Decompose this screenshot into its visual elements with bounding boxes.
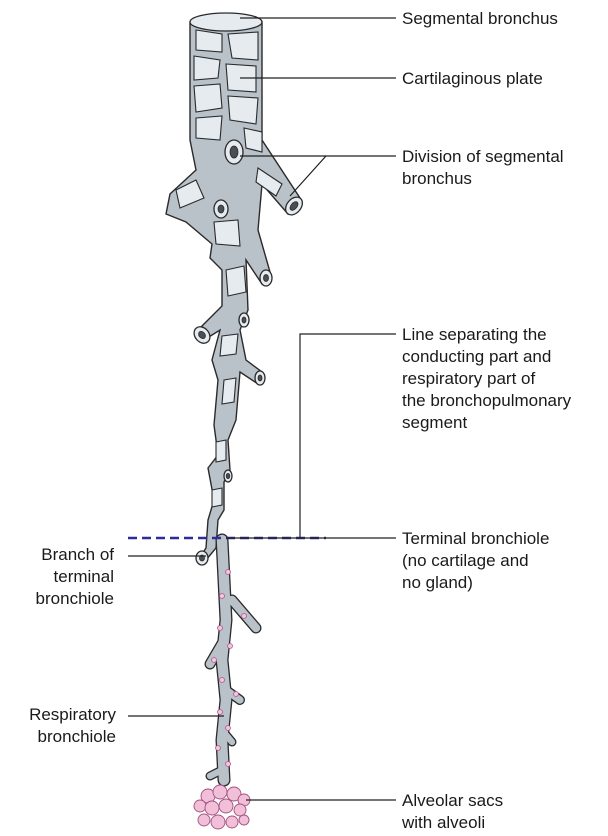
alveolar-sacs bbox=[194, 785, 250, 829]
label-cartilaginous-plate: Cartilaginous plate bbox=[402, 69, 543, 88]
label-line-sep-1: Line separating the bbox=[402, 325, 547, 344]
label-line-sep-2: conducting part and bbox=[402, 347, 551, 366]
label-branch-1: Branch of bbox=[41, 545, 114, 564]
label-alveolar-1: Alveolar sacs bbox=[402, 791, 503, 810]
label-division-2: bronchus bbox=[402, 169, 472, 188]
label-resp-2: bronchiole bbox=[38, 727, 116, 746]
label-alveolar-2: with alveoli bbox=[401, 813, 485, 832]
label-terminal-1: Terminal bronchiole bbox=[402, 529, 549, 548]
label-branch-2: terminal bbox=[54, 567, 114, 586]
label-line-sep-3: respiratory part of bbox=[402, 369, 535, 388]
label-line-sep-5: segment bbox=[402, 413, 467, 432]
label-resp-1: Respiratory bbox=[29, 705, 116, 724]
label-branch-3: bronchiole bbox=[36, 589, 114, 608]
label-segmental-bronchus: Segmental bronchus bbox=[402, 9, 558, 28]
label-terminal-3: no gland) bbox=[402, 573, 473, 592]
label-terminal-2: (no cartilage and bbox=[402, 551, 529, 570]
label-line-sep-4: the bronchopulmonary bbox=[402, 391, 572, 410]
label-division-1: Division of segmental bbox=[402, 147, 564, 166]
